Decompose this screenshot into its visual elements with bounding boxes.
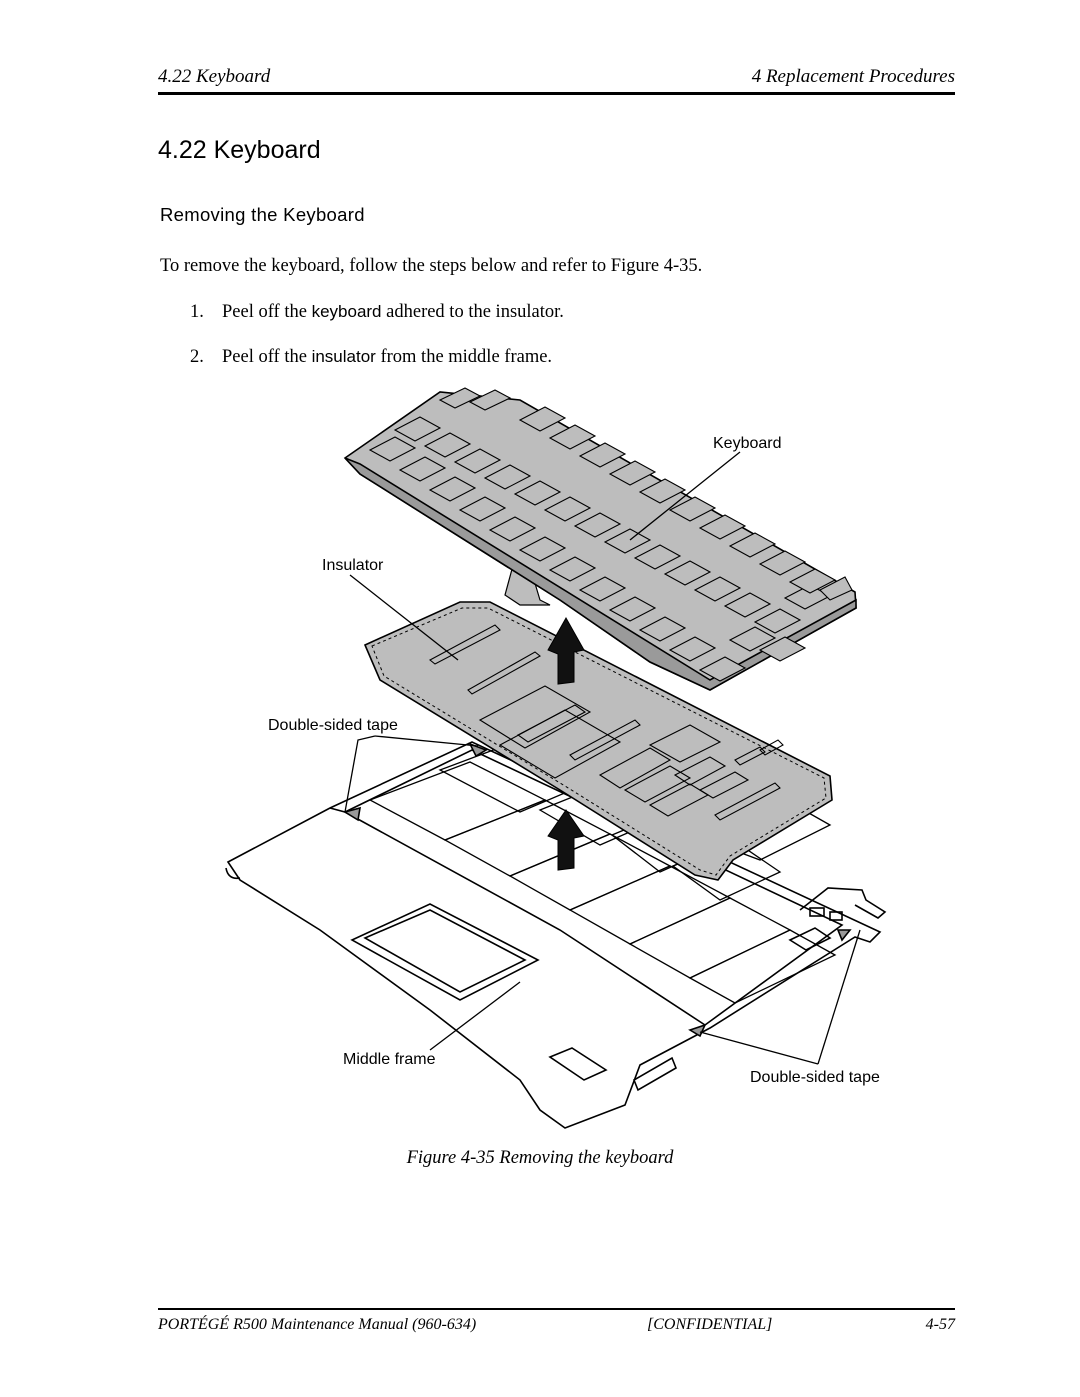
step-text: Peel off the: [222, 347, 312, 367]
footer-manual-title: PORTÉGÉ R500 Maintenance Manual (960-634…: [158, 1316, 477, 1333]
subsection-title: Removing the Keyboard: [160, 204, 365, 225]
leader-lines: [344, 451, 861, 1065]
label-keyboard: Keyboard: [713, 435, 782, 452]
header-section: 4.22 Keyboard: [158, 66, 271, 87]
page-footer: PORTÉGÉ R500 Maintenance Manual (960-634…: [158, 1308, 955, 1333]
figure-caption: Figure 4-35 Removing the keyboard: [406, 1148, 674, 1168]
insulator-drawing: [363, 601, 833, 881]
step-item: 2. Peel off the insulator from the middle…: [190, 347, 552, 368]
label-double-sided-tape-top: Double-sided tape: [268, 717, 398, 734]
section-title: 4.22 Keyboard: [158, 136, 321, 164]
step-term: insulator: [311, 347, 376, 366]
footer-confidential: [CONFIDENTIAL]: [647, 1316, 773, 1333]
step-text: adhered to the insulator.: [381, 302, 564, 322]
step-term: keyboard: [311, 302, 382, 321]
label-double-sided-tape-bottom: Double-sided tape: [750, 1069, 880, 1086]
step-item: 1. Peel off the keyboard adhered to the i…: [190, 302, 564, 323]
step-text: from the middle frame.: [375, 347, 553, 367]
header-chapter: 4 Replacement Procedures: [751, 66, 955, 87]
label-middle-frame: Middle frame: [343, 1051, 436, 1068]
label-insulator: Insulator: [322, 557, 384, 574]
intro-paragraph: To remove the keyboard, follow the steps…: [160, 256, 703, 276]
keyboard-drawing: [343, 387, 857, 691]
step-text: Peel off the: [222, 302, 312, 322]
lift-arrows: [547, 616, 585, 871]
step-number: 1.: [190, 302, 204, 322]
running-header: 4.22 Keyboard 4 Replacement Procedures: [158, 66, 955, 95]
keyboard-removal-illustration: Keyboard Insulator Double-sided tape Mid…: [225, 387, 887, 1129]
step-number: 2.: [190, 347, 204, 367]
footer-page-number: 4-57: [925, 1316, 955, 1333]
